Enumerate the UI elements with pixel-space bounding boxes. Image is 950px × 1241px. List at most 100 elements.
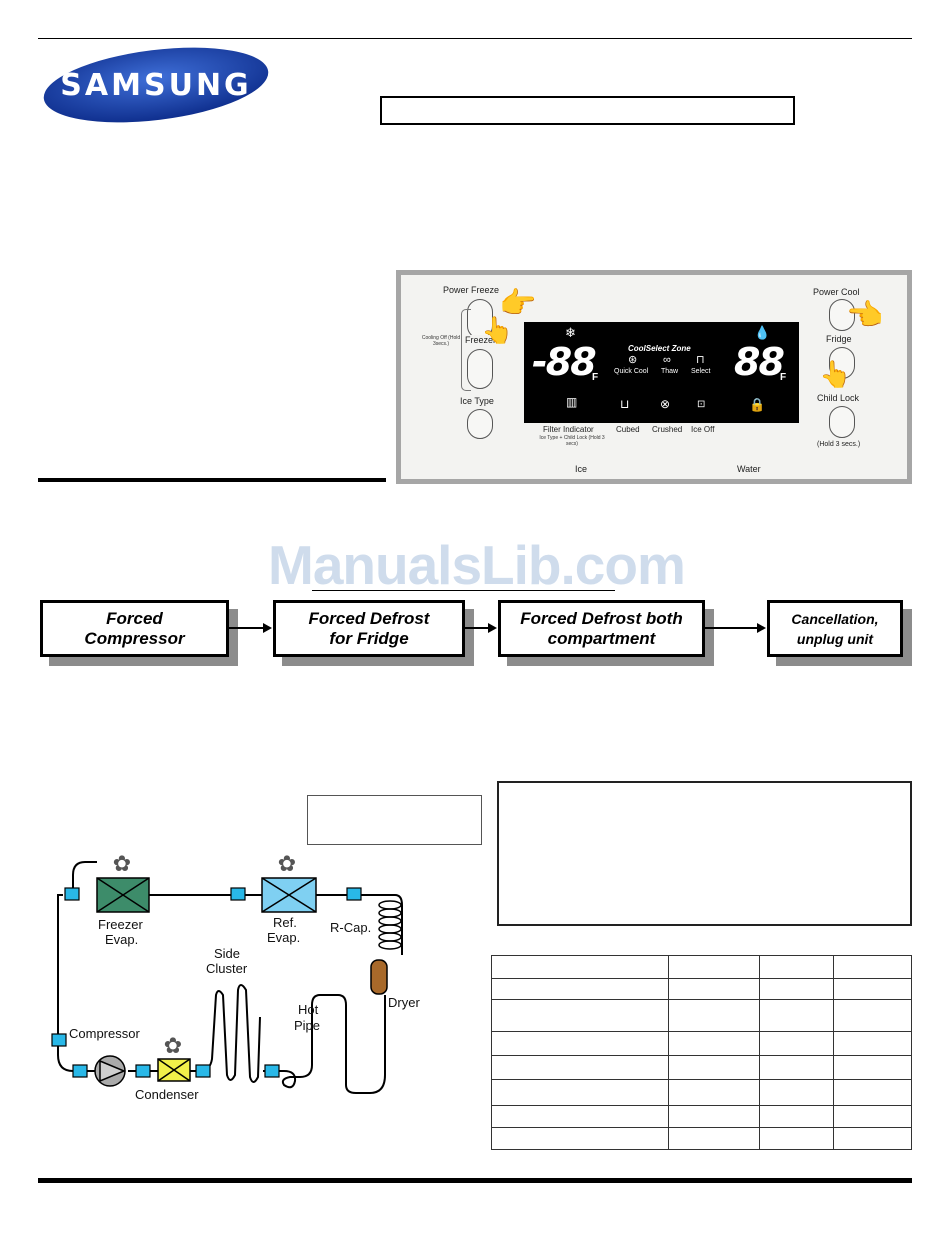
heading-underline (312, 590, 615, 591)
water-drop-icon: 💧 (754, 325, 771, 340)
freezer-fan-icon: ✿ (113, 852, 131, 877)
quick-cool-icon: ⊛ (628, 354, 638, 366)
table-cell (833, 1055, 912, 1080)
condenser-cross (157, 1058, 191, 1082)
pressing-hand-icon: 👆 (819, 359, 852, 389)
sensor-marker (72, 1064, 88, 1078)
hot-pipe (263, 994, 386, 1094)
table-cell (491, 1055, 669, 1080)
cooling-off-note: Cooling Off (Hold 3secs.) (421, 335, 461, 347)
table-cell (668, 978, 760, 1000)
ice-footer-label: Ice (575, 464, 588, 474)
table-cell (668, 955, 760, 979)
cooling-off-bracket (461, 309, 471, 391)
table-cell (491, 1079, 669, 1106)
select-icon: ⊓ (696, 354, 705, 366)
table-row (491, 1055, 912, 1080)
table-cell (833, 1127, 912, 1150)
freezer-button[interactable] (467, 349, 493, 389)
samsung-logo: SAMSUNG (43, 47, 269, 123)
crushed-label: Crushed (652, 425, 683, 434)
filter-indicator-label: Filter Indicator (543, 425, 594, 434)
sensor-marker (195, 1064, 211, 1078)
table-cell (759, 1031, 834, 1056)
sensor-marker (135, 1064, 151, 1078)
power-cool-button[interactable] (829, 299, 855, 331)
ice-type-label: Ice Type (460, 396, 494, 406)
cubed-label: Cubed (616, 425, 640, 434)
table-cell (491, 978, 669, 1000)
table-cell (668, 999, 760, 1032)
sensor-marker (264, 1064, 280, 1078)
table-cell (491, 1031, 669, 1056)
spec-table (491, 955, 912, 1150)
compressor-arrow (99, 1059, 126, 1083)
ice-type-button[interactable] (467, 409, 493, 439)
table-cell (833, 1105, 912, 1128)
side-cluster-pipe (190, 984, 261, 1083)
freezer-evap-label: Freezer (98, 917, 143, 932)
pipe (316, 894, 403, 955)
sensor-markers (51, 887, 362, 1078)
freezer-evap-label: Evap. (105, 932, 138, 947)
table-cell (668, 1079, 760, 1106)
fridge-label: Fridge (826, 334, 852, 344)
table-cell (491, 1127, 669, 1150)
ref-evap-label: Evap. (267, 930, 300, 945)
pressing-hand-icon: 👆 (481, 315, 514, 345)
refrigeration-cycle-diagram: ✿ ✿ ✿ Freezer Evap. Ref. Evap. R-Cap. Si… (51, 852, 420, 1102)
sensor-marker (51, 1033, 67, 1047)
table-cell (668, 1055, 760, 1080)
r-cap-coil (378, 900, 402, 950)
child-lock-label: Child Lock (817, 393, 860, 403)
power-cool-label: Power Cool (813, 287, 860, 297)
table-cell (833, 978, 912, 1000)
hot-pipe-label: Pipe (294, 1018, 320, 1033)
logo-text: SAMSUNG (60, 68, 251, 103)
section-rule (38, 478, 386, 482)
freezer-evaporator-cross (96, 877, 150, 913)
dryer-label: Dryer (388, 995, 420, 1010)
compressor-label: Compressor (69, 1026, 140, 1041)
table-cell (759, 1127, 834, 1150)
table-cell (759, 1055, 834, 1080)
crushed-ice-icon: ⊗ (660, 397, 671, 411)
pointing-hand-icon: 👈 (846, 299, 884, 332)
watermark: ManualsLib.com (268, 534, 686, 596)
flow-step-cancellation: Cancellation, unplug unit (767, 600, 903, 657)
cubed-ice-icon: ⊔ (620, 397, 630, 411)
table-cell (759, 955, 834, 979)
pipe (57, 894, 95, 1072)
filter-reset-note: Ice Type + Child Lock (Hold 3 secs) (539, 435, 605, 447)
power-freeze-label: Power Freeze (443, 285, 500, 295)
table-cell (491, 955, 669, 979)
note-box-large (497, 781, 912, 926)
quick-cool-label: Quick Cool (614, 368, 649, 375)
table-row (491, 1079, 912, 1106)
ref-fan-icon: ✿ (278, 852, 296, 877)
table-row (491, 999, 912, 1032)
table-cell (833, 1031, 912, 1056)
freezer-temp-display: -88 (532, 340, 597, 384)
child-lock-button[interactable] (829, 406, 855, 438)
select-label: Select (691, 368, 711, 375)
fridge-unit: F (780, 372, 787, 383)
table-cell (833, 955, 912, 979)
snowflake-icon: ❄ (565, 325, 576, 340)
table-cell (759, 1105, 834, 1128)
coolselect-zone-title: CoolSelect Zone (628, 344, 691, 353)
bottom-rule (38, 1178, 912, 1183)
table-cell (833, 1079, 912, 1106)
condenser-label: Condenser (135, 1087, 199, 1102)
control-panel: Power Freeze Freezer Cooling Off (Hold 3… (396, 270, 912, 484)
sensor-marker (64, 887, 80, 901)
table-cell (759, 999, 834, 1032)
ref-evap-label: Ref. (273, 915, 297, 930)
filter-icon: ▥ (566, 395, 578, 409)
table-row (491, 955, 912, 979)
child-lock-note: (Hold 3 secs.) (817, 441, 861, 448)
fridge-button[interactable] (829, 347, 855, 379)
water-footer-label: Water (737, 464, 761, 474)
sensor-marker (346, 887, 362, 901)
top-rule (38, 38, 912, 39)
